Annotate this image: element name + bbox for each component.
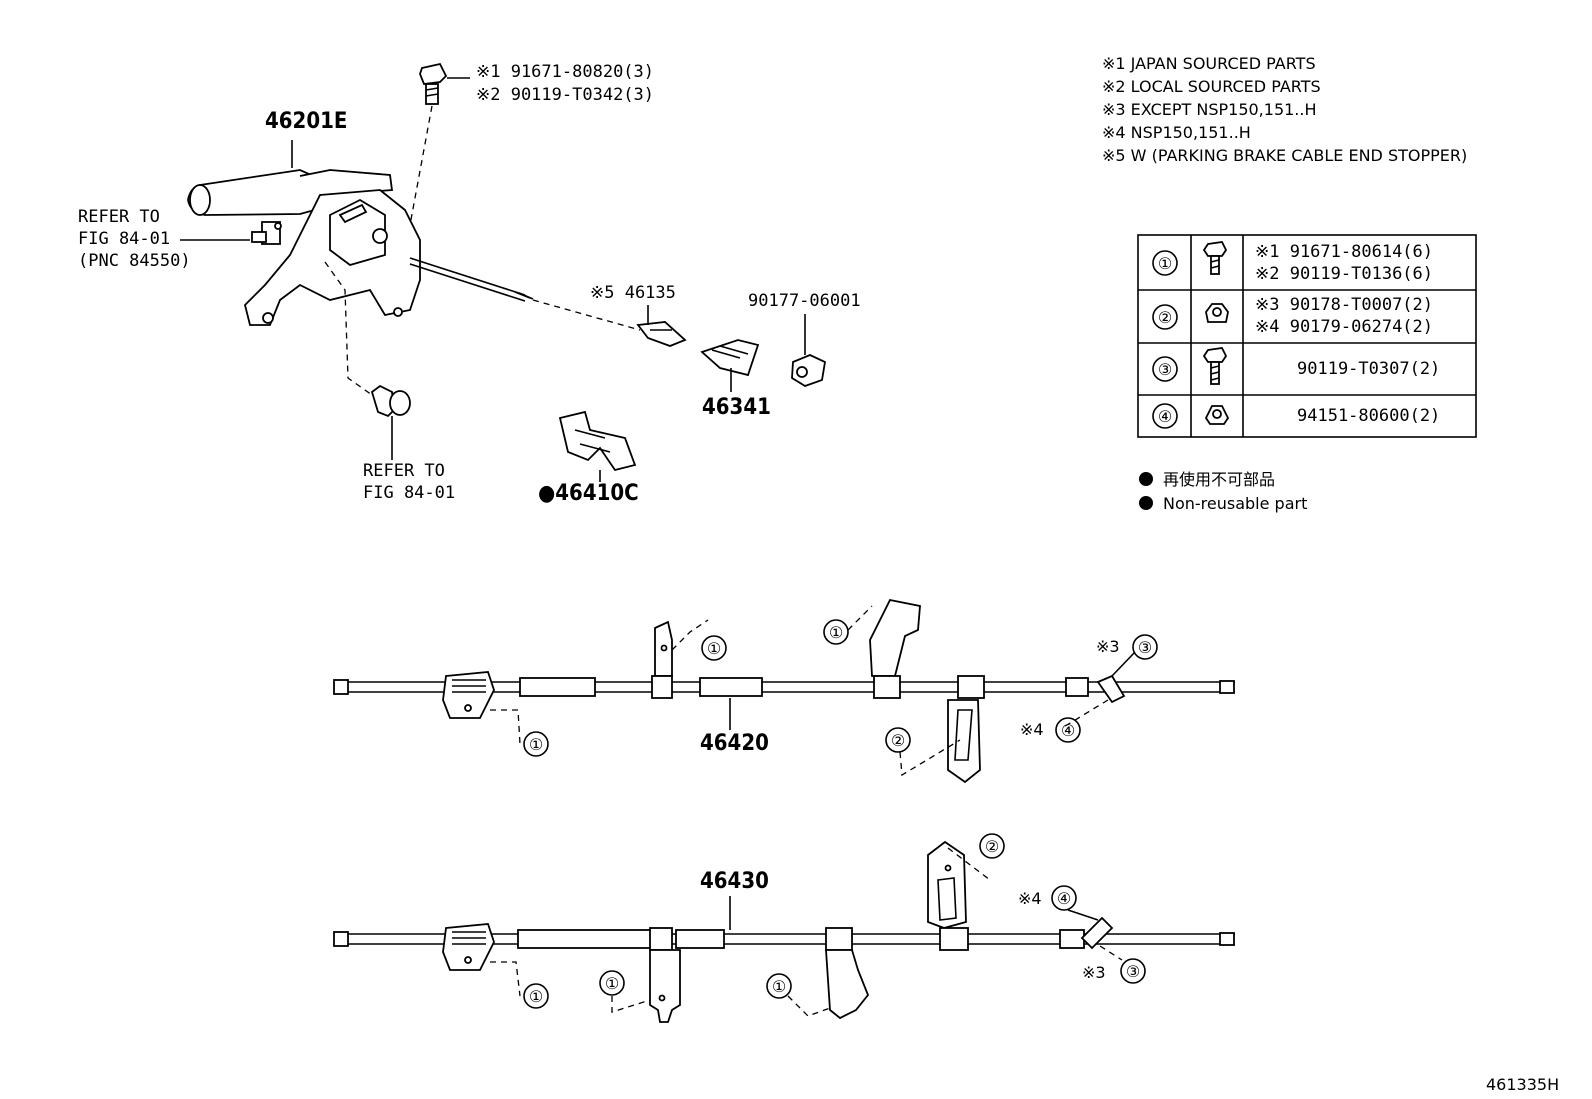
svg-text:④: ④ [1158, 407, 1172, 426]
dash-m4a [1061, 699, 1109, 729]
table-ref-2 [1152, 304, 1178, 330]
non-reusable-dot-icon [1139, 496, 1153, 510]
refer-b-line1: REFER TO [363, 461, 445, 481]
dash-m1d [490, 961, 521, 997]
svg-text:③: ③ [1126, 962, 1140, 981]
note-4: ※4 NSP150,151..H [1102, 123, 1251, 142]
refer-b-line2: FIG 84-01 [363, 483, 455, 503]
svg-text:②: ② [985, 837, 999, 856]
cable-end-stopper [636, 321, 687, 347]
x4-a: ※4 [1020, 720, 1044, 739]
svg-text:①: ① [529, 987, 543, 1006]
svg-text:①: ① [529, 735, 543, 754]
refer-a-line2: FIG 84-01 [78, 229, 170, 249]
dash-m2b [947, 847, 991, 881]
label-stopper: ※5 46135 [590, 283, 676, 303]
dash-m3b [1099, 945, 1123, 961]
dash-m1f [787, 995, 831, 1017]
flange-bolt-icon [1202, 347, 1228, 385]
leader-m4b [1067, 909, 1099, 921]
marker-3b [1120, 958, 1146, 984]
svg-text:③: ③ [1138, 638, 1152, 657]
cable-clip [558, 410, 637, 472]
table-row3-line1: 90119-T0307(2) [1297, 359, 1440, 379]
svg-text:④: ④ [1061, 721, 1075, 740]
flange-nut-icon [1204, 405, 1230, 425]
dash-m1b [671, 619, 709, 651]
table-row4-line1: 94151-80600(2) [1297, 406, 1440, 426]
table-ref-3 [1152, 356, 1178, 382]
table-row2-line1: ※3 90178-T0007(2) [1255, 295, 1433, 315]
cable-46420 [333, 598, 1235, 784]
label-46420: 46420 [700, 731, 769, 756]
x4-b: ※4 [1018, 889, 1042, 908]
label-bolt-top-2: ※2 90119-T0342(3) [476, 85, 654, 105]
svg-text:①: ① [772, 977, 786, 996]
cable-46430 [333, 840, 1235, 1023]
label-46430: 46430 [700, 869, 769, 894]
leader-m3a [1111, 651, 1136, 677]
refer-a-line3: (PNC 84550) [78, 251, 191, 271]
marker-3a [1132, 634, 1158, 660]
svg-text:①: ① [829, 623, 843, 642]
flange-nut-icon [1205, 303, 1229, 323]
flange-bolt-lower [370, 384, 411, 418]
dashed-bolt-lower [324, 261, 373, 396]
refer-a-line1: REFER TO [78, 207, 160, 227]
marker-4b [1051, 885, 1077, 911]
svg-text:①: ① [605, 974, 619, 993]
marker-1e [599, 970, 625, 996]
table-row2-line2: ※4 90179-06274(2) [1255, 317, 1433, 337]
dashed-bolt-top [409, 105, 433, 226]
dash-m2a [899, 739, 961, 777]
svg-text:④: ④ [1057, 889, 1071, 908]
marker-1b [701, 635, 727, 661]
note-1: ※1 JAPAN SOURCED PARTS [1102, 54, 1316, 73]
marker-1d [523, 983, 549, 1009]
dashed-rod [532, 299, 641, 331]
svg-text:②: ② [1158, 308, 1172, 327]
marker-2a [885, 727, 911, 753]
svg-text:②: ② [891, 731, 905, 750]
x3-b: ※3 [1082, 963, 1106, 982]
x3-a: ※3 [1096, 637, 1120, 656]
cable-retainer [700, 339, 760, 377]
illustration-code: 461335H [1486, 1075, 1559, 1094]
dash-m1a [490, 709, 521, 745]
legend: 再使用不可部品 Non-reusable part [1139, 470, 1307, 513]
table-row1-line2: ※2 90119-T0136(6) [1255, 264, 1433, 284]
flange-bolt-icon [1202, 241, 1228, 275]
marker-1f [766, 973, 792, 999]
legend-jp: 再使用不可部品 [1163, 470, 1275, 489]
label-bolt-top-1: ※1 91671-80820(3) [476, 62, 654, 82]
parts-table: ① ※1 91671-80614(6) ※2 90119-T0136(6) ② … [1137, 234, 1477, 438]
marker-4a [1055, 717, 1081, 743]
table-ref-4 [1152, 403, 1178, 429]
label-lever: 46201E [265, 109, 347, 134]
svg-text:①: ① [1158, 254, 1172, 273]
notes: ※1 JAPAN SOURCED PARTS ※2 LOCAL SOURCED … [1102, 54, 1467, 165]
marker-1a [523, 731, 549, 757]
parking-brake-lever [187, 169, 534, 326]
note-3: ※3 EXCEPT NSP150,151..H [1102, 100, 1317, 119]
marker-1c [823, 619, 849, 645]
label-retainer: 46341 [702, 395, 771, 420]
dash-m1c [847, 605, 873, 631]
label-clip: ●46410C [538, 481, 639, 506]
table-row1-line1: ※1 91671-80614(6) [1255, 242, 1433, 262]
note-2: ※2 LOCAL SOURCED PARTS [1102, 77, 1321, 96]
note-5: ※5 W (PARKING BRAKE CABLE END STOPPER) [1102, 146, 1467, 165]
svg-text:①: ① [707, 639, 721, 658]
legend-en: Non-reusable part [1163, 494, 1307, 513]
label-grommet: 90177-06001 [748, 291, 861, 311]
non-reusable-dot-icon [1139, 472, 1153, 486]
table-ref-1 [1152, 250, 1178, 276]
dash-m1e [611, 996, 651, 1013]
svg-text:③: ③ [1158, 360, 1172, 379]
marker-2b [979, 833, 1005, 859]
grommet [791, 354, 827, 387]
flange-bolt-top [419, 62, 448, 105]
